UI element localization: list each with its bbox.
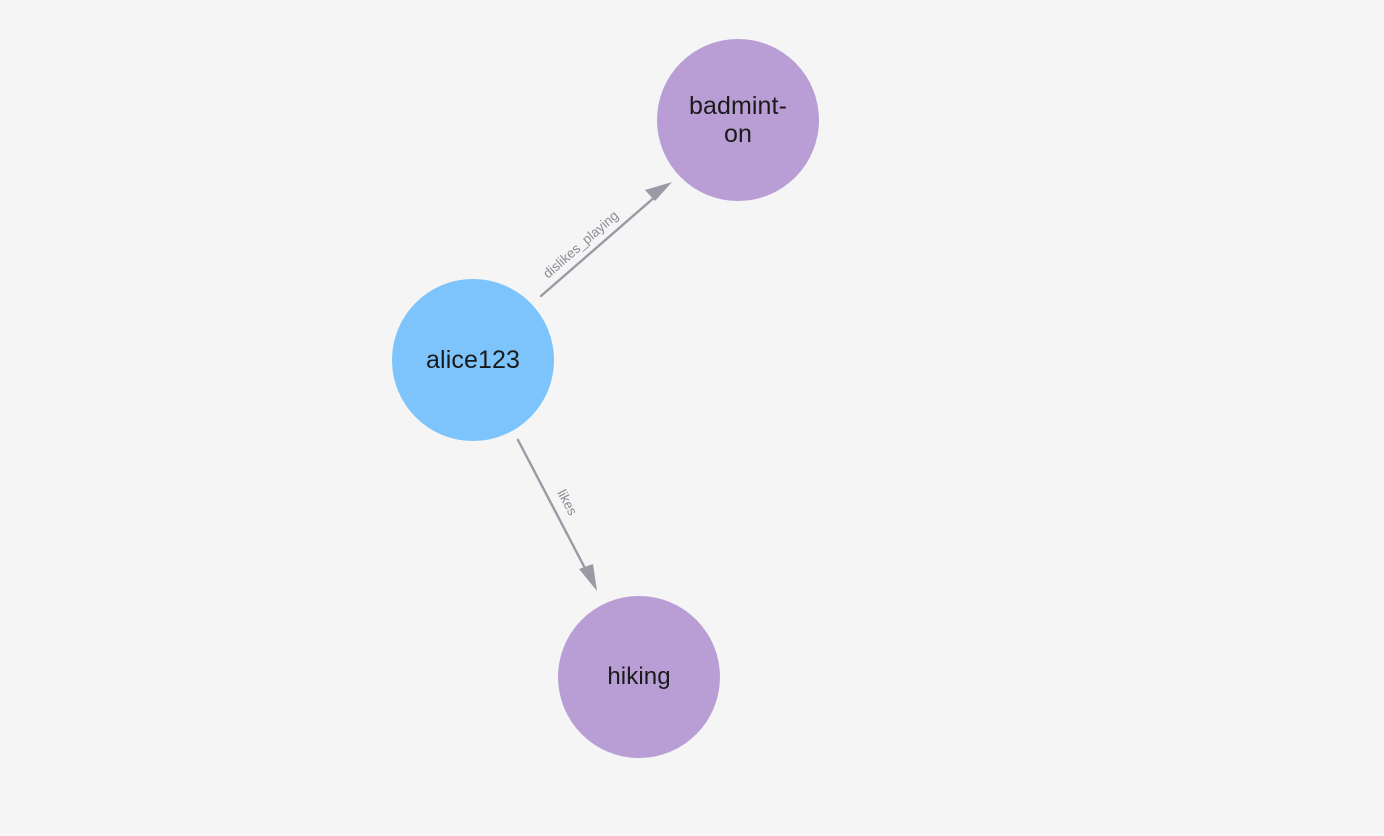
arrowhead-icon	[579, 564, 597, 591]
node-label: badmint- on	[688, 92, 788, 148]
edge-line	[539, 194, 658, 298]
edge-dislikes-playing[interactable]	[539, 182, 672, 298]
node-label: hiking	[607, 662, 671, 690]
graph-node-alice123[interactable]: alice123	[392, 279, 554, 441]
edge-likes[interactable]	[516, 438, 597, 591]
graph-node-hiking[interactable]: hiking	[558, 596, 720, 758]
node-label: alice123	[426, 346, 520, 374]
arrowhead-icon	[645, 182, 672, 201]
graph-node-badminton[interactable]: badmint- on	[657, 39, 819, 201]
edge-line	[516, 438, 590, 576]
